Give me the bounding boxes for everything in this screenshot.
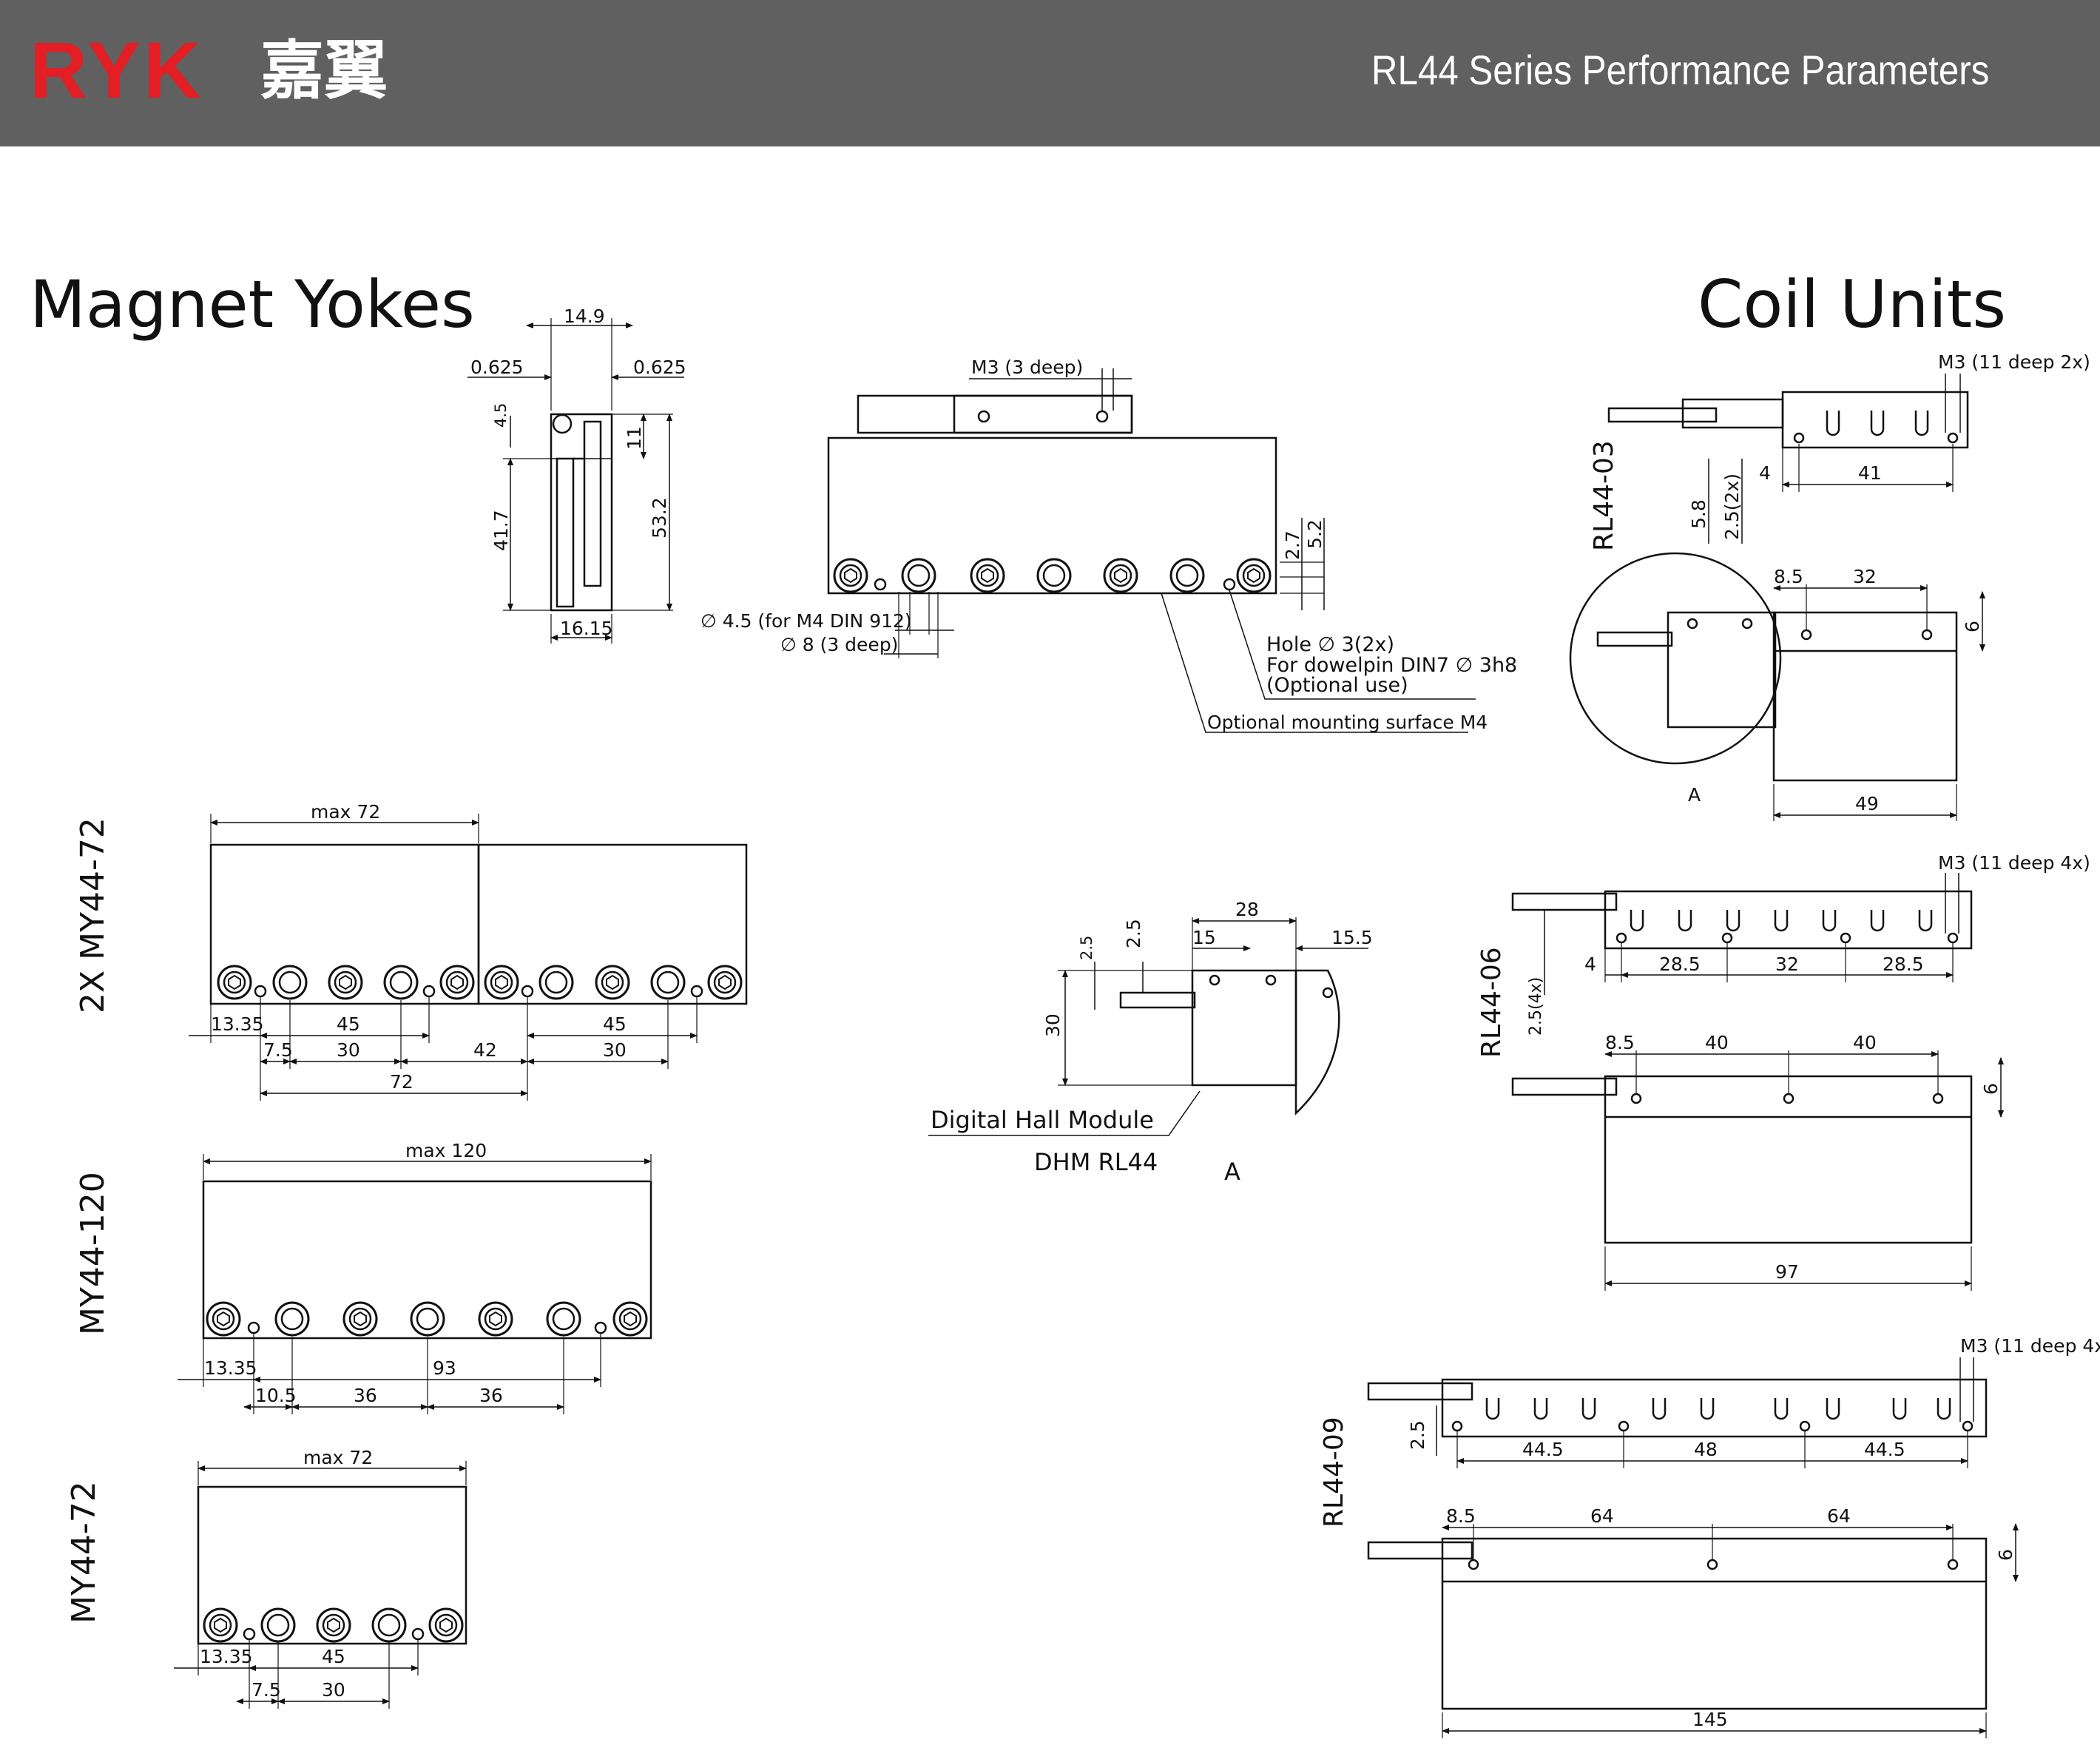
coil-rl44-06	[1511, 873, 2004, 1291]
dim-28-5-a: 28.5	[1659, 953, 1701, 975]
label-rl44-03: RL44-03	[1589, 440, 1619, 551]
coil-rl44-03	[1569, 374, 1985, 821]
dim-6: 6	[1995, 1549, 2016, 1561]
dim-41-7: 41.7	[490, 510, 512, 551]
dim-13-35: 13.35	[204, 1357, 257, 1379]
label-rl44-09: RL44-09	[1319, 1417, 1349, 1528]
hole-note-2: For dowelpin DIN7 ∅ 3h8	[1266, 654, 1517, 677]
label-my44-72: MY44-72	[65, 1481, 103, 1624]
dim-max-72: max 72	[303, 1447, 373, 1468]
dim-15: 15	[1192, 927, 1216, 948]
dim-16-15: 16.15	[560, 618, 613, 639]
yoke-2x-my44-72	[189, 814, 748, 1101]
dim-2-5: 2.5	[1407, 1420, 1428, 1450]
label-m3-11-deep-4x: M3 (11 deep 4x)	[1960, 1335, 2100, 1357]
dim-0-625-left: 0.625	[470, 357, 524, 378]
label-m3-3-deep: M3 (3 deep)	[971, 357, 1083, 378]
label-detail-a: A	[1224, 1158, 1240, 1186]
dim-93: 93	[433, 1357, 456, 1379]
dim-49: 49	[1855, 793, 1879, 814]
dim-41: 41	[1858, 462, 1882, 484]
hall-module-drawing	[928, 917, 1368, 1136]
dim-36-b: 36	[479, 1385, 503, 1406]
dim-7-5: 7.5	[263, 1039, 293, 1061]
brand-logo: RYK	[30, 25, 205, 115]
dim-11: 11	[624, 426, 645, 450]
dim-42: 42	[473, 1039, 497, 1061]
dim-40-a: 40	[1705, 1032, 1729, 1053]
dim-5-8: 5.8	[1688, 499, 1709, 529]
section-title-coil-units: Coil Units	[1698, 266, 2007, 342]
section-title-magnet-yokes: Magnet Yokes	[30, 266, 475, 342]
dim-6: 6	[1980, 1083, 2002, 1095]
dim-8-5: 8.5	[1446, 1505, 1476, 1527]
yoke-my44-120	[178, 1154, 652, 1414]
label-digital-hall-module: Digital Hall Module	[931, 1106, 1154, 1134]
dim-8-5: 8.5	[1605, 1032, 1635, 1053]
dim-2-5-2x: 2.5(2x)	[1721, 473, 1743, 540]
dim-0-625-right: 0.625	[633, 357, 686, 378]
dim-8-5: 8.5	[1774, 566, 1803, 587]
dim-72: 72	[390, 1071, 413, 1093]
mount-note: Optional mounting surface M4	[1207, 712, 1488, 733]
dim-44-5-b: 44.5	[1864, 1439, 1905, 1460]
coil-rl44-09	[1367, 1357, 2019, 1738]
label-counterbore: ∅ 8 (3 deep)	[780, 634, 898, 655]
label-my44-120: MY44-120	[74, 1172, 112, 1335]
yoke-my44-72	[174, 1461, 467, 1709]
dim-32: 32	[1775, 953, 1799, 975]
dim-2-7: 2.7	[1282, 530, 1303, 560]
label-rl44-06: RL44-06	[1476, 947, 1507, 1058]
dim-28: 28	[1235, 899, 1259, 920]
label-dhm-rl44: DHM RL44	[1034, 1148, 1158, 1176]
dim-53-2: 53.2	[649, 497, 670, 539]
label-m3-11-deep-2x: M3 (11 deep 2x)	[1938, 351, 2090, 373]
dim-30: 30	[322, 1679, 345, 1701]
brand-logo-chinese: 嘉翼	[260, 34, 388, 108]
dim-2-5-4x: 2.5(4x)	[1527, 977, 1545, 1036]
dim-145: 145	[1692, 1709, 1728, 1730]
dim-7-5: 7.5	[251, 1679, 281, 1701]
dim-64-b: 64	[1827, 1505, 1851, 1527]
dim-max-120: max 120	[405, 1140, 487, 1161]
label-bore: ∅ 4.5 (for M4 DIN 912)	[700, 610, 912, 632]
dim-45-a: 45	[337, 1013, 360, 1035]
dim-phi-4-5: 4.5	[492, 403, 510, 428]
dim-phi-2-5: 2.5	[1078, 936, 1095, 960]
dim-44-5-a: 44.5	[1522, 1439, 1564, 1460]
dim-6: 6	[1962, 621, 1983, 632]
dim-15-5: 15.5	[1331, 927, 1373, 948]
page-title: RL44 Series Performance Parameters	[1371, 47, 1989, 93]
dim-4: 4	[1759, 462, 1771, 484]
header-bar: RYK 嘉翼 RL44 Series Performance Parameter…	[0, 0, 2100, 146]
label-2x-my44-72: 2X MY44-72	[74, 817, 112, 1013]
yoke-side-view	[827, 368, 1476, 733]
dim-45: 45	[322, 1646, 345, 1667]
dim-13-35: 13.35	[211, 1013, 264, 1035]
dim-5-2: 5.2	[1304, 519, 1326, 549]
dim-30: 30	[1042, 1013, 1064, 1037]
dim-64-a: 64	[1590, 1505, 1614, 1527]
dim-48: 48	[1694, 1439, 1718, 1460]
dim-2-5: 2.5	[1123, 919, 1144, 948]
dim-10-5: 10.5	[255, 1385, 297, 1406]
dim-45-b: 45	[603, 1013, 627, 1035]
dim-13-35: 13.35	[200, 1646, 253, 1667]
dim-30-b: 30	[603, 1039, 627, 1061]
dim-36-a: 36	[354, 1385, 377, 1406]
yoke-cross-section	[467, 318, 684, 644]
dim-32: 32	[1853, 566, 1877, 587]
dim-97: 97	[1775, 1261, 1799, 1283]
dim-4: 4	[1584, 953, 1596, 975]
hole-note-1: Hole ∅ 3(2x)	[1266, 633, 1394, 656]
dim-14-9: 14.9	[564, 306, 605, 327]
dim-max-72: max 72	[311, 801, 380, 823]
label-detail-a: A	[1688, 784, 1701, 806]
hole-note-3: (Optional use)	[1266, 674, 1408, 697]
dim-40-b: 40	[1853, 1032, 1877, 1053]
dim-30-a: 30	[337, 1039, 360, 1061]
dim-28-5-b: 28.5	[1883, 953, 1924, 975]
label-m3-11-deep-4x: M3 (11 deep 4x)	[1938, 852, 2090, 874]
